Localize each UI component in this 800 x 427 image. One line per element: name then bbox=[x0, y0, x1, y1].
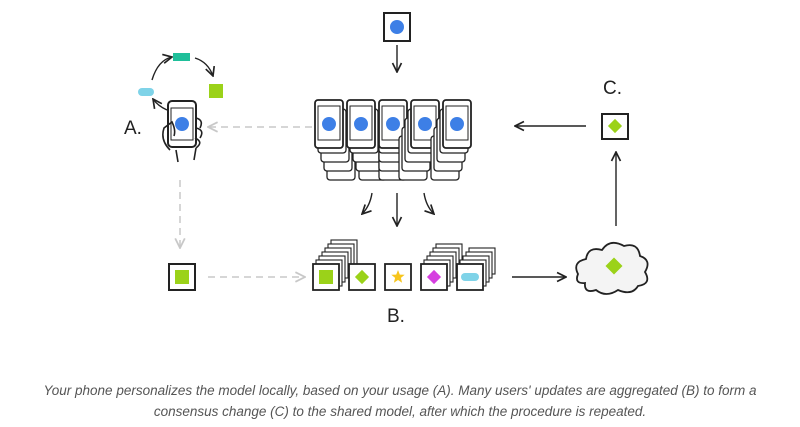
aggregation-cloud bbox=[575, 241, 649, 295]
local-training-loop bbox=[138, 53, 223, 111]
label-b: B. bbox=[387, 306, 405, 327]
phone-2 bbox=[346, 99, 376, 149]
caption-line-1: Your phone personalizes the model locall… bbox=[43, 383, 757, 398]
aggregate-arrows bbox=[362, 192, 434, 226]
cyan-pill-icon bbox=[461, 273, 479, 281]
update-card-green-diamond bbox=[348, 263, 376, 291]
magenta-diamond-icon bbox=[426, 269, 442, 285]
update-card-yellow-star bbox=[384, 263, 412, 291]
shared-model-box bbox=[383, 12, 411, 42]
green-square-icon bbox=[209, 84, 223, 98]
green-square-icon bbox=[319, 270, 333, 284]
local-update-box bbox=[168, 263, 196, 291]
phones-cluster bbox=[314, 99, 472, 181]
update-card-green-square bbox=[312, 239, 358, 291]
teal-rect-icon bbox=[173, 53, 190, 61]
green-diamond-icon bbox=[354, 269, 370, 285]
model-dot-icon bbox=[450, 117, 464, 131]
consensus-change-box bbox=[601, 113, 629, 140]
model-dot-icon bbox=[354, 117, 368, 131]
figure-caption: Your phone personalizes the model locall… bbox=[0, 380, 800, 422]
label-a: A. bbox=[124, 118, 142, 139]
cyan-pill-icon bbox=[138, 88, 154, 96]
label-c: C. bbox=[603, 78, 622, 99]
update-card-magenta-diamond bbox=[420, 243, 463, 291]
green-diamond-icon bbox=[605, 257, 623, 275]
phone-5 bbox=[442, 99, 472, 149]
federated-learning-diagram bbox=[138, 12, 649, 295]
update-cards bbox=[312, 239, 496, 291]
phone-1 bbox=[314, 99, 344, 149]
caption-line-2: consensus change (C) to the shared model… bbox=[153, 404, 647, 419]
model-dot-icon bbox=[418, 117, 432, 131]
model-dot-icon bbox=[322, 117, 336, 131]
yellow-star-icon bbox=[391, 270, 405, 283]
model-dot-icon bbox=[390, 20, 404, 34]
phone-in-hand bbox=[162, 100, 203, 163]
model-dot-icon bbox=[386, 117, 400, 131]
update-card-cyan-pill bbox=[456, 247, 496, 291]
